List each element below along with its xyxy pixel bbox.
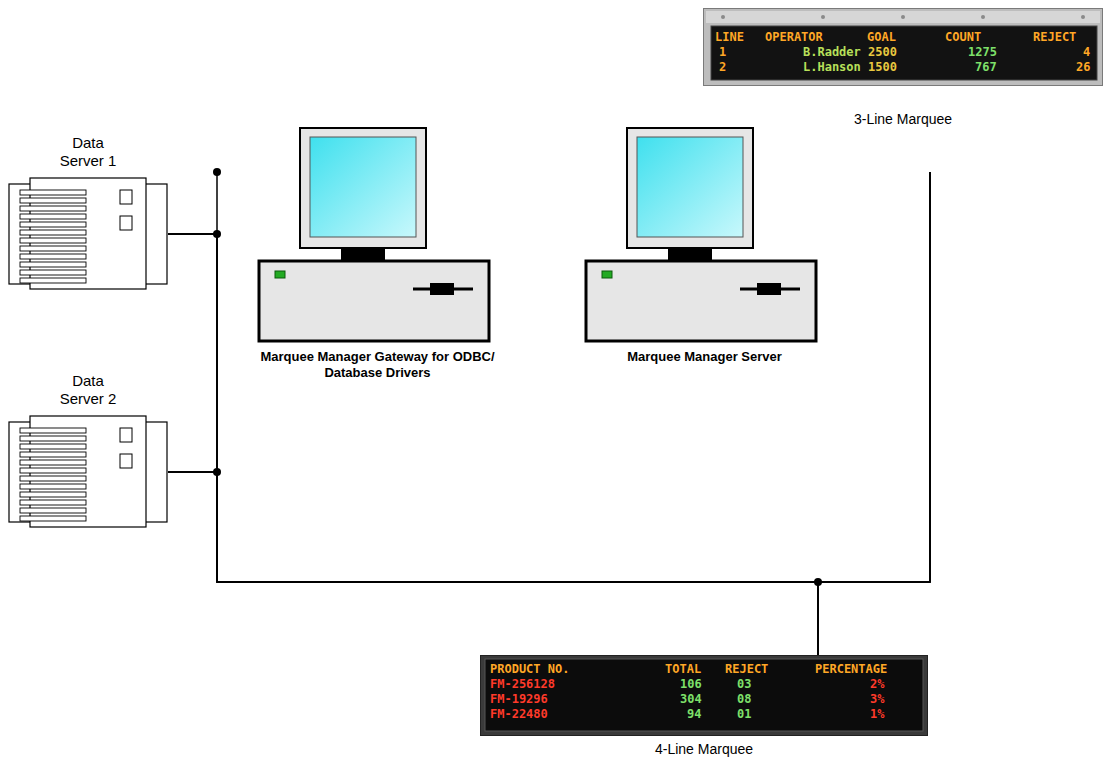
computer-label: Marquee Manager Server	[582, 349, 827, 365]
marquee-label: 4-Line Marquee	[604, 741, 804, 758]
marquee-cell: 1%	[870, 707, 884, 721]
marquee-cell: 1275	[968, 45, 997, 59]
marquee-cell: GOAL	[867, 30, 896, 44]
marquee-cell: FM-22480	[490, 707, 548, 721]
marquee-cell: PRODUCT NO.	[490, 662, 569, 676]
computer-node: Marquee Manager Server	[582, 127, 827, 385]
marquee-label: 3-Line Marquee	[853, 111, 953, 128]
marquee-cell: OPERATOR	[765, 30, 823, 44]
marquee-cell: PERCENTAGE	[815, 662, 887, 676]
marquee-cell: 1500	[868, 60, 897, 74]
marquee-cell: 304	[680, 692, 702, 706]
marquee-cell: 26	[1076, 60, 1090, 74]
marquee-cell: FM-256128	[490, 677, 555, 691]
bus-dot	[213, 168, 221, 176]
marquee-display: PRODUCT NO. TOTAL REJECT PERCENTAGE FM-25612…	[480, 655, 928, 760]
marquee-cell: 767	[975, 60, 997, 74]
network-cable	[168, 172, 930, 582]
computer-icon	[255, 127, 500, 385]
server-label: Data Server 1	[50, 134, 126, 170]
marquee-cell: 1	[719, 45, 726, 59]
marquee-cell: 2%	[870, 677, 884, 691]
network-cable	[168, 472, 818, 655]
marquee-cell: 2500	[868, 45, 897, 59]
marquee-cell: 94	[687, 707, 701, 721]
marquee-cell: 01	[737, 707, 751, 721]
network-cable	[168, 172, 930, 582]
marquee-cell: COUNT	[945, 30, 981, 44]
computer-label: Marquee Manager Gateway for ODBC/ Databa…	[255, 349, 500, 381]
marquee-cell: 3%	[870, 692, 884, 706]
marquee-cell: 2	[719, 60, 726, 74]
marquee-cell: TOTAL	[665, 662, 701, 676]
data-server: Data Server 2	[8, 368, 168, 528]
computer-node: Marquee Manager Gateway for ODBC/ Databa…	[255, 127, 500, 385]
marquee-cell: 03	[737, 677, 751, 691]
marquee-cell: FM-19296	[490, 692, 548, 706]
data-server: Data Server 1	[8, 130, 168, 290]
marquee-cell: L.Hanson	[803, 60, 861, 74]
network-cable	[818, 172, 930, 655]
bus-stub	[216, 172, 218, 234]
marquee-cell: 4	[1083, 45, 1090, 59]
marquee-cell: LINE	[715, 30, 744, 44]
marquee-cell: B.Radder	[803, 45, 861, 59]
server-label: Data Server 2	[50, 372, 126, 408]
marquee-display: LINE OPERATOR GOAL COUNT REJECT 1 B.Radder 2500…	[703, 8, 1103, 172]
marquee-cell: REJECT	[725, 662, 768, 676]
computer-icon	[582, 127, 827, 385]
network-cable	[168, 234, 818, 655]
marquee-cell: 106	[680, 677, 702, 691]
marquee-cell: 08	[737, 692, 751, 706]
marquee-cell: REJECT	[1033, 30, 1076, 44]
network-cable	[168, 234, 217, 472]
